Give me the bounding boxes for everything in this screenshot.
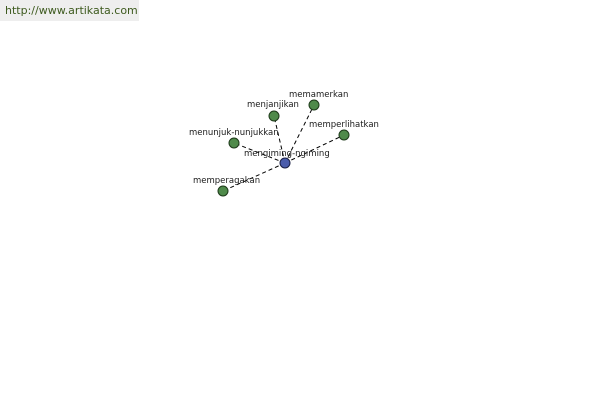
node-menunjuk-nunjukkan-dot[interactable]: [228, 137, 240, 149]
node-center-dot[interactable]: [279, 157, 291, 169]
edge-memperlihatkan: [284, 134, 345, 164]
node-memperlihatkan-dot[interactable]: [338, 129, 350, 141]
node-menjanjikan-label[interactable]: menjanjikan: [247, 100, 299, 110]
node-memperagakan[interactable]: memperagakan: [193, 176, 260, 197]
node-memperagakan-dot[interactable]: [217, 185, 229, 197]
site-url-link[interactable]: http://www.artikata.com: [0, 0, 139, 21]
node-memamerkan-dot[interactable]: [308, 99, 320, 111]
node-menunjuk-nunjukkan-label[interactable]: menunjuk-nunjukkan: [189, 128, 279, 138]
graph-edges: [222, 104, 345, 192]
edge-memperagakan: [222, 162, 286, 192]
node-menjanjikan[interactable]: menjanjikan: [247, 100, 299, 122]
node-memperlihatkan-label[interactable]: memperlihatkan: [309, 120, 379, 130]
graph-nodes: memamerkan menjanjikan memperlihatkan me…: [189, 90, 379, 197]
node-menunjuk-nunjukkan[interactable]: menunjuk-nunjukkan: [189, 128, 279, 149]
edge-memamerkan: [284, 104, 315, 164]
node-memamerkan-label[interactable]: memamerkan: [289, 90, 348, 100]
node-memperlihatkan[interactable]: memperlihatkan: [309, 120, 379, 141]
edge-menjanjikan: [273, 115, 286, 164]
node-center[interactable]: mengiming-ngiming: [244, 149, 330, 169]
node-center-label[interactable]: mengiming-ngiming: [244, 149, 330, 159]
node-menjanjikan-dot[interactable]: [268, 110, 280, 122]
edge-menunjuk-nunjukkan: [233, 142, 286, 164]
node-memperagakan-label[interactable]: memperagakan: [193, 176, 260, 186]
node-memamerkan[interactable]: memamerkan: [289, 90, 348, 111]
